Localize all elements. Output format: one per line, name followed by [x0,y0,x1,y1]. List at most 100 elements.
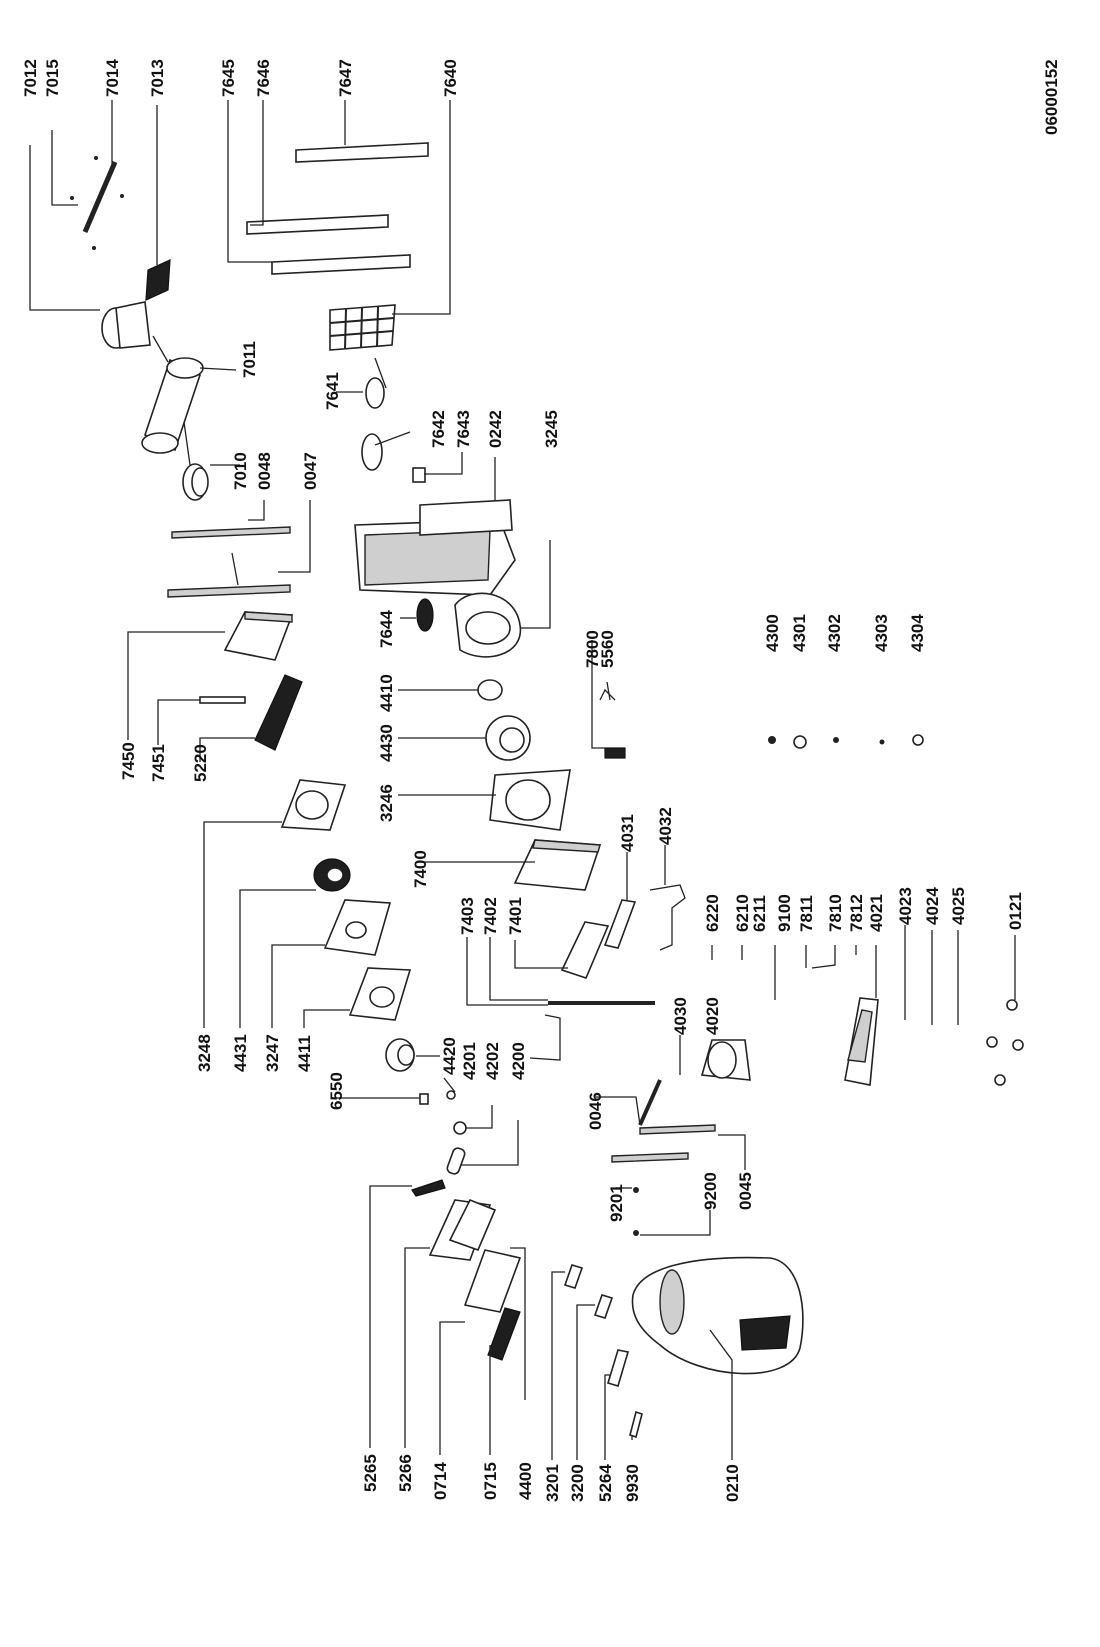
part-7647-strip [295,142,429,163]
part-0047-rail [167,584,291,598]
label-4201: 4201 [460,1042,479,1080]
label-0210: 0210 [723,1464,742,1502]
part-7011-hose [141,357,204,454]
part-6550-clip [419,1093,429,1105]
label-4023: 4023 [896,887,915,925]
label-0046: 0046 [586,1092,605,1130]
label-4031: 4031 [618,814,637,852]
label-6220: 6220 [703,894,722,932]
label-4021: 4021 [867,894,886,932]
label-4431: 4431 [231,1034,250,1072]
part-0210-cabinet [631,1256,804,1375]
label-3246: 3246 [377,784,396,822]
part-4020-compressor [700,1039,751,1081]
label-6210: 6210 [733,894,752,932]
part-7013-grille [145,259,171,301]
part-4202-nut [453,1121,467,1135]
part-7645-strip [271,254,411,275]
document-id: 06000152 [1042,59,1061,135]
part-0048-rail [171,526,291,539]
label-7451: 7451 [149,744,168,782]
part-4430-wheel [485,715,531,761]
label-7402: 7402 [481,897,500,935]
part-7643-clip [412,467,426,483]
part-9201-screw [633,1187,639,1193]
part-7640-filter [329,304,396,351]
part-7401-frame [560,921,610,979]
label-3248: 3248 [195,1034,214,1072]
label-4024: 4024 [923,887,942,925]
part-4420-motor [385,1038,415,1072]
label-3201: 3201 [543,1464,562,1502]
label-7014: 7014 [103,59,122,97]
label-5560: 5560 [598,630,617,668]
label-4302: 4302 [825,614,844,652]
part-0715-grille [487,1307,521,1361]
part-7644-gasket [416,598,434,632]
part-7641-loop [365,377,385,409]
label-7812: 7812 [847,894,866,932]
part-4031-bracket [603,899,637,949]
part-4301-screw [793,735,807,749]
part-7400-evaporator [513,839,602,891]
label-7450: 7450 [119,742,138,780]
label-7010: 7010 [231,452,250,490]
part-3247-plate [323,899,392,956]
label-7015: 7015 [43,59,62,97]
label-9201: 9201 [607,1184,626,1222]
part-4411-box [348,967,412,1021]
label-7011: 7011 [240,341,259,378]
part-4410-motor [477,679,503,701]
label-3247: 3247 [263,1034,282,1072]
label-5266: 5266 [396,1454,415,1492]
label-4300: 4300 [763,614,782,652]
part-4201-screw [446,1090,456,1100]
part-0714-panel [463,1249,522,1313]
label-4032: 4032 [656,807,675,845]
label-7643: 7643 [454,410,473,448]
part-5266-bracket [428,1198,497,1261]
label-7646: 7646 [254,59,273,97]
part-3248-plate [280,779,347,831]
part-0045-rail [639,1124,716,1135]
label-5265: 5265 [361,1454,380,1492]
label-7645: 7645 [219,59,238,97]
label-4301: 4301 [790,614,809,652]
label-4303: 4303 [872,614,891,652]
leader-lines [29,100,1016,1460]
part-4300-screw [768,736,776,744]
part-7012-adapter [101,301,151,349]
label-4304: 4304 [908,614,927,652]
part-rail-lower [611,1152,689,1163]
label-0048: 0048 [255,452,274,490]
label-4202: 4202 [483,1042,502,1080]
label-7800: 7800 [583,630,602,668]
label-7401: 7401 [506,897,525,935]
label-7642: 7642 [429,410,448,448]
part-4021-base [844,997,879,1086]
part-4200-capacitor [446,1147,466,1175]
label-7647: 7647 [336,59,355,97]
part-9200-screw [633,1230,639,1236]
label-0121: 0121 [1006,892,1025,930]
label-7400: 7400 [411,850,430,888]
label-4410: 4410 [377,674,396,712]
part-9930-tag [629,1410,643,1439]
label-4411: 4411 [295,1035,314,1072]
label-3245: 3245 [542,410,561,448]
label-7013: 7013 [148,59,167,97]
label-7644: 7644 [377,610,396,648]
label-4030: 4030 [671,997,690,1035]
part-7010-ring [182,463,209,501]
part-7014-bar [70,156,124,250]
part-3201-block [563,1264,584,1289]
label-0715: 0715 [481,1462,500,1500]
label-7012: 7012 [21,59,40,97]
part-3245-blower [454,592,522,658]
part-7450-plate [223,611,294,661]
part-5220-coil [254,674,303,751]
label-4025: 4025 [949,887,968,925]
label-4020: 4020 [703,997,722,1035]
part-5264-tag [607,1349,630,1387]
